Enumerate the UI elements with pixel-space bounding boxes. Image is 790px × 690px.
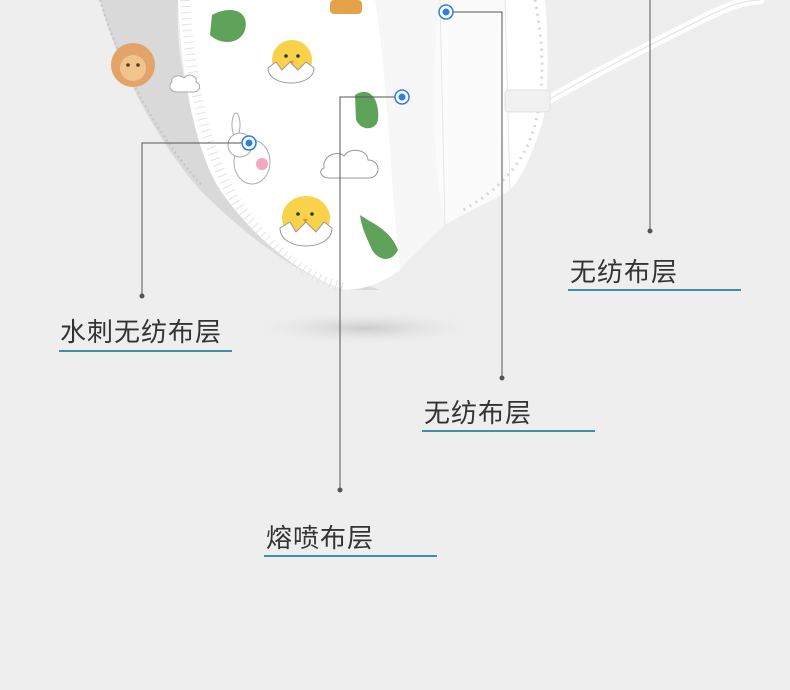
bunny-motif <box>227 112 271 185</box>
label-underline <box>59 350 232 352</box>
leader-lines <box>141 0 651 490</box>
printed-layer <box>178 0 410 290</box>
marker-dot <box>241 135 257 151</box>
meltblown-layer <box>375 0 445 270</box>
leader-end-dot <box>139 293 145 299</box>
label-underline <box>422 430 595 432</box>
nonwoven-layer-middle <box>433 0 510 225</box>
orange-animal-motif <box>330 0 362 14</box>
label-underline <box>568 289 741 291</box>
label-nonwoven-layer-right: 无纺布层 <box>570 258 679 288</box>
label-spunlace-layer: 水刺无纺布层 <box>60 318 223 348</box>
lion-motif <box>111 43 155 87</box>
chick-egg-motif <box>279 196 333 247</box>
leader-end-dot <box>337 487 343 493</box>
leader-end-dot <box>647 228 653 234</box>
cloud-motif <box>169 74 379 179</box>
leader-end-dot <box>499 375 505 381</box>
ear-loop <box>543 0 765 105</box>
label-nonwoven-layer-middle: 无纺布层 <box>424 399 533 429</box>
label-meltblown-layer: 熔喷布层 <box>266 524 375 554</box>
dinosaur-motif <box>210 10 398 259</box>
marker-dot <box>438 4 454 20</box>
label-underline <box>264 555 437 557</box>
outer-layer-edge <box>100 0 380 290</box>
shadow <box>240 310 490 346</box>
marker-dot <box>394 89 410 105</box>
chick-egg-motif <box>267 40 315 84</box>
